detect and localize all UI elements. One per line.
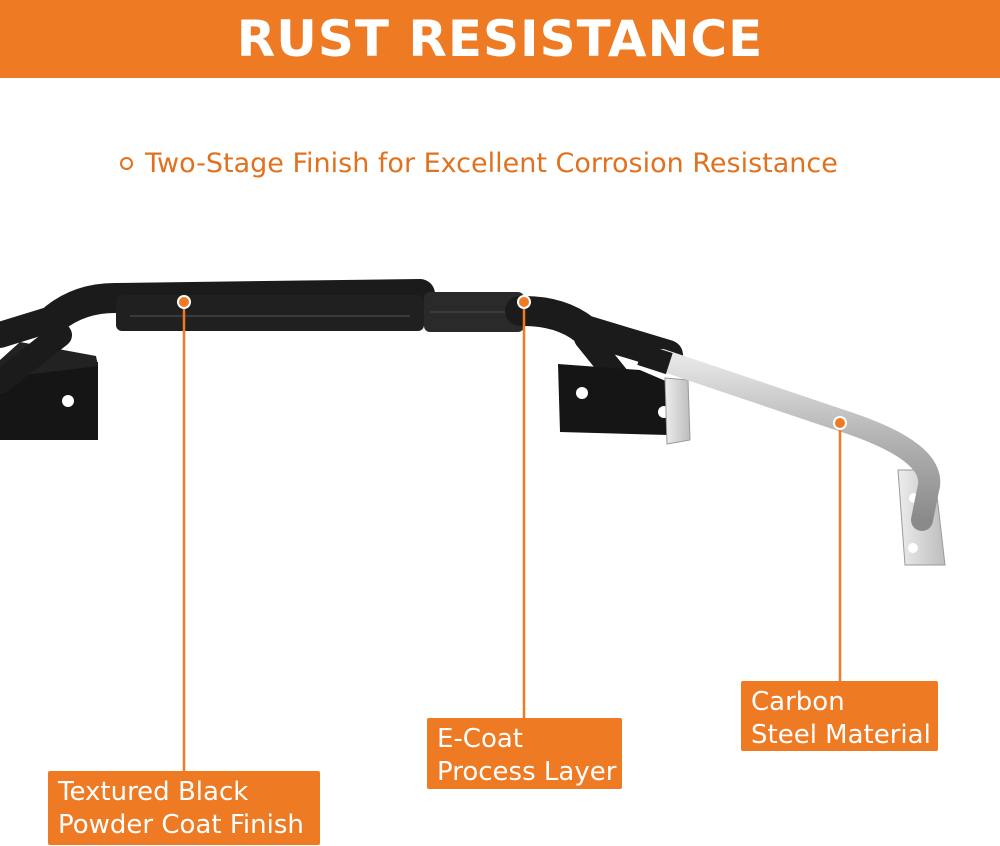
- bracket-hole-icon: [62, 395, 74, 407]
- page-title: RUST RESISTANCE: [236, 10, 764, 68]
- callout-markers: [177, 295, 847, 430]
- bracket-hole-icon: [908, 543, 918, 553]
- callout-line: Process Layer: [437, 757, 617, 787]
- callout-carbon-steel: Carbon Steel Material: [741, 681, 938, 751]
- bracket-hole-icon: [576, 387, 588, 399]
- bullet-icon: [120, 156, 133, 170]
- marker-dot-icon: [177, 295, 191, 309]
- callout-line: Textured Black: [58, 777, 249, 807]
- header-banner: RUST RESISTANCE: [0, 0, 1000, 78]
- right-wall-bracket: [558, 364, 670, 435]
- marker-dot-icon: [517, 295, 531, 309]
- center-grip: [116, 292, 524, 332]
- callout-line: Steel Material: [751, 720, 931, 750]
- feature-subtitle: Two-Stage Finish for Excellent Corrosion…: [120, 140, 900, 186]
- left-bar-frame: [0, 279, 435, 394]
- callout-line: Powder Coat Finish: [58, 810, 304, 840]
- callout-line: Carbon: [751, 687, 845, 717]
- callout-e-coat: E-Coat Process Layer: [427, 718, 622, 789]
- callout-line: E-Coat: [437, 724, 523, 754]
- feature-subtitle-text: Two-Stage Finish for Excellent Corrosion…: [145, 147, 838, 179]
- callout-powder-coat: Textured Black Powder Coat Finish: [48, 771, 320, 845]
- marker-dot-icon: [833, 416, 847, 430]
- callout-leaders: [182, 302, 842, 771]
- steel-tube: [651, 349, 941, 531]
